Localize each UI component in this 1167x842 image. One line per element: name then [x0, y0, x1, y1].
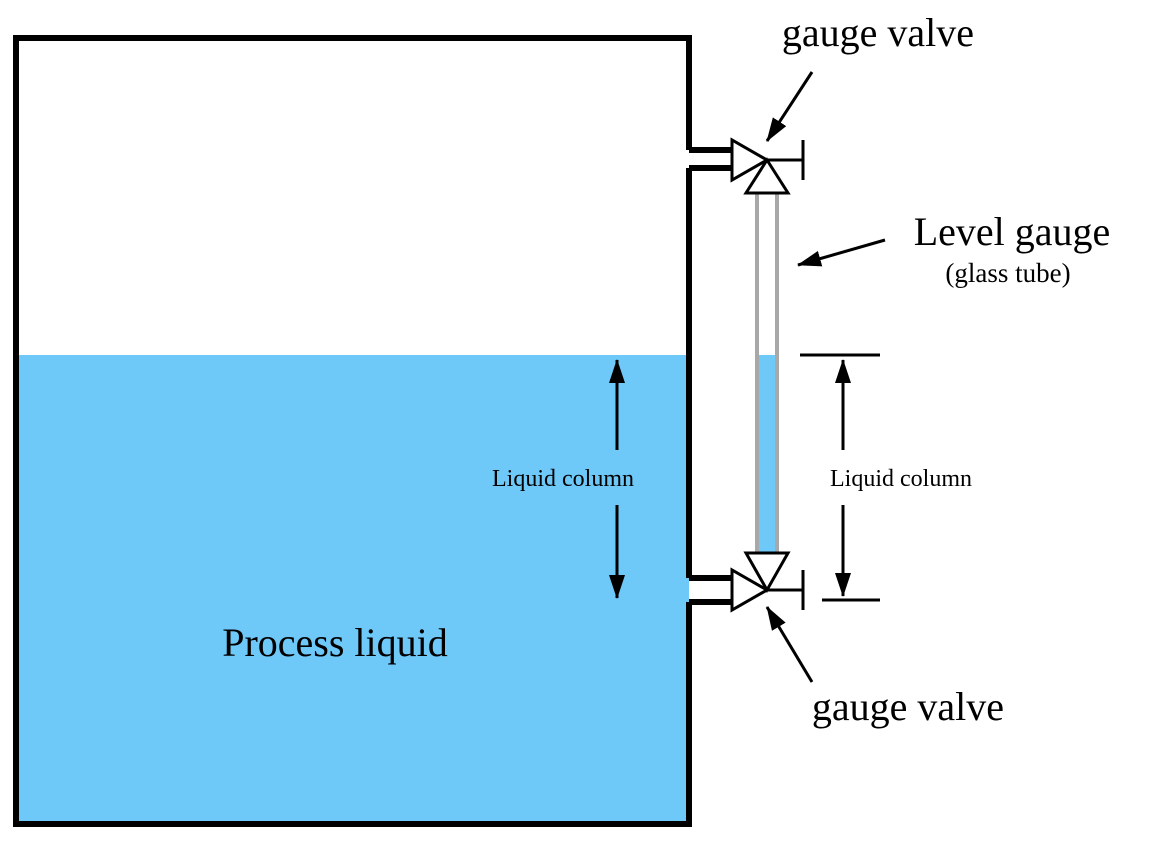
- process-liquid-label: Process liquid: [222, 620, 448, 665]
- level-gauge-title: Level gauge: [914, 209, 1111, 254]
- bottom-valve-pointer-arrow: [765, 606, 814, 683]
- top-nozzle: [689, 147, 732, 171]
- top-gauge-valve-label: gauge valve: [782, 10, 974, 55]
- level-gauge-pointer-arrow: [797, 238, 886, 267]
- top-valve-pointer-arrow: [765, 71, 814, 142]
- gauge-liquid-column-label: Liquid column: [830, 466, 972, 492]
- tank-liquid-column-label: Liquid column: [492, 466, 634, 492]
- level-gauge-subtitle: (glass tube): [945, 258, 1070, 288]
- tank-outline: [13, 35, 692, 827]
- top-gauge-valve: [730, 137, 805, 195]
- gauge-liquid-column-dimension: [800, 353, 880, 602]
- bottom-nozzle: [689, 575, 732, 605]
- bottom-gauge-valve-label: gauge valve: [812, 684, 1004, 729]
- bottom-gauge-valve: [730, 551, 805, 613]
- process-liquid-fill: [16, 355, 689, 824]
- glass-tube-liquid: [758, 355, 776, 553]
